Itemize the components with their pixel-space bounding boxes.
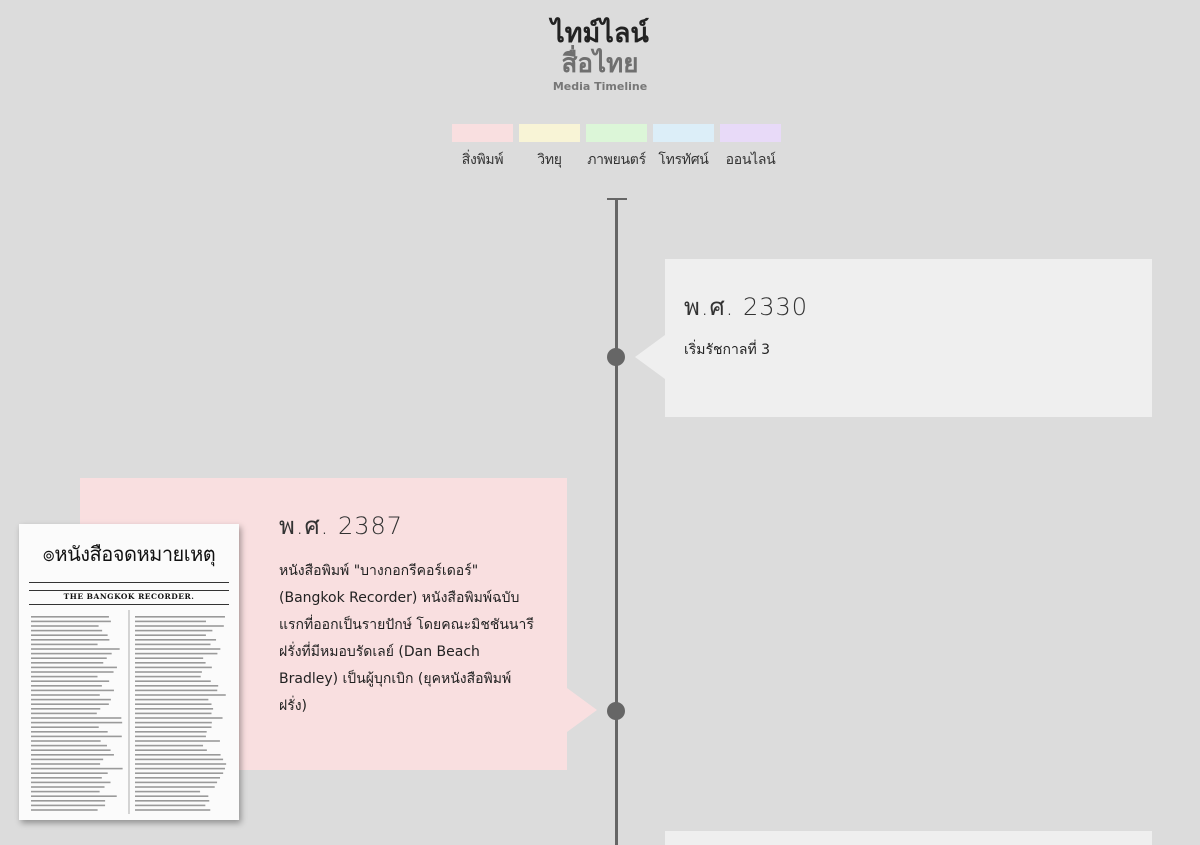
legend-label: ภาพยนตร์ (587, 152, 646, 168)
legend-label: โทรทัศน์ (658, 152, 709, 168)
legend-swatch (519, 124, 580, 142)
newspaper-english-title: THE BANGKOK RECORDER. (63, 592, 195, 601)
page-title: ไทม์ไลน์ (551, 18, 649, 49)
event-year: พ.ศ. 2387 (279, 512, 404, 540)
newspaper-text-columns (31, 610, 227, 814)
timeline-axis (615, 198, 618, 845)
timeline-card-2330: พ.ศ. 2330 เริ่มรัชกาลที่ 3 (665, 259, 1152, 417)
event-description-line: Bradley) เป็นผู้บุกเบิก (ยุคหนังสือพิมพ์ (279, 671, 512, 687)
event-description-line: แรกที่ออกเป็นรายปักษ์ โดยคณะมิชชันนารี (279, 617, 534, 633)
legend-item-radio[interactable]: วิทยุ (519, 124, 580, 171)
event-year: พ.ศ. 2330 (684, 293, 809, 321)
legend-swatch (720, 124, 781, 142)
timeline-dot-2387[interactable] (607, 702, 625, 720)
page-title-secondary: สื่อไทย (561, 49, 639, 79)
bangkok-recorder-image[interactable]: ๏หนังสือจดหมายเหตุ THE BANGKOK RECORDER. (19, 524, 239, 820)
event-description-line: (Bangkok Recorder) หนังสือพิมพ์ฉบับ (279, 590, 520, 606)
legend-item-film[interactable]: ภาพยนตร์ (586, 124, 647, 171)
event-description-line: หนังสือพิมพ์ "บางกอกรีคอร์เดอร์" (279, 563, 479, 579)
legend-label: วิทยุ (537, 152, 562, 168)
divider (29, 582, 229, 583)
legend-item-print[interactable]: สิ่งพิมพ์ (452, 124, 513, 171)
card-pointer (635, 335, 665, 379)
legend-item-online[interactable]: ออนไลน์ (720, 124, 781, 171)
page-subtitle: Media Timeline (552, 80, 648, 93)
legend-label: สิ่งพิมพ์ (461, 152, 504, 168)
event-description-line: ฝรั่ง) (279, 698, 308, 714)
timeline-dot-2330[interactable] (607, 348, 625, 366)
legend-swatch (653, 124, 714, 142)
legend-label: ออนไลน์ (725, 152, 776, 168)
event-description: หนังสือพิมพ์ "บางกอกรีคอร์เดอร์" (Bangko… (279, 558, 559, 720)
legend-swatch (586, 124, 647, 142)
divider (29, 604, 229, 605)
event-description-line: ฝรั่งที่มีหมอบรัดเลย์ (Dan Beach (279, 644, 480, 660)
card-pointer (567, 688, 597, 732)
category-legend: สิ่งพิมพ์ วิทยุ ภาพยนตร์ โทรทัศน์ ออนไลน… (452, 124, 781, 171)
legend-swatch (452, 124, 513, 142)
event-description: เริ่มรัชกาลที่ 3 (684, 342, 771, 358)
page-header: ไทม์ไลน์ สื่อไทย Media Timeline (0, 18, 1200, 95)
legend-item-tv[interactable]: โทรทัศน์ (653, 124, 714, 171)
timeline-card-next (665, 831, 1152, 845)
divider (29, 590, 229, 591)
newspaper-masthead: ๏หนังสือจดหมายเหตุ (42, 542, 216, 566)
